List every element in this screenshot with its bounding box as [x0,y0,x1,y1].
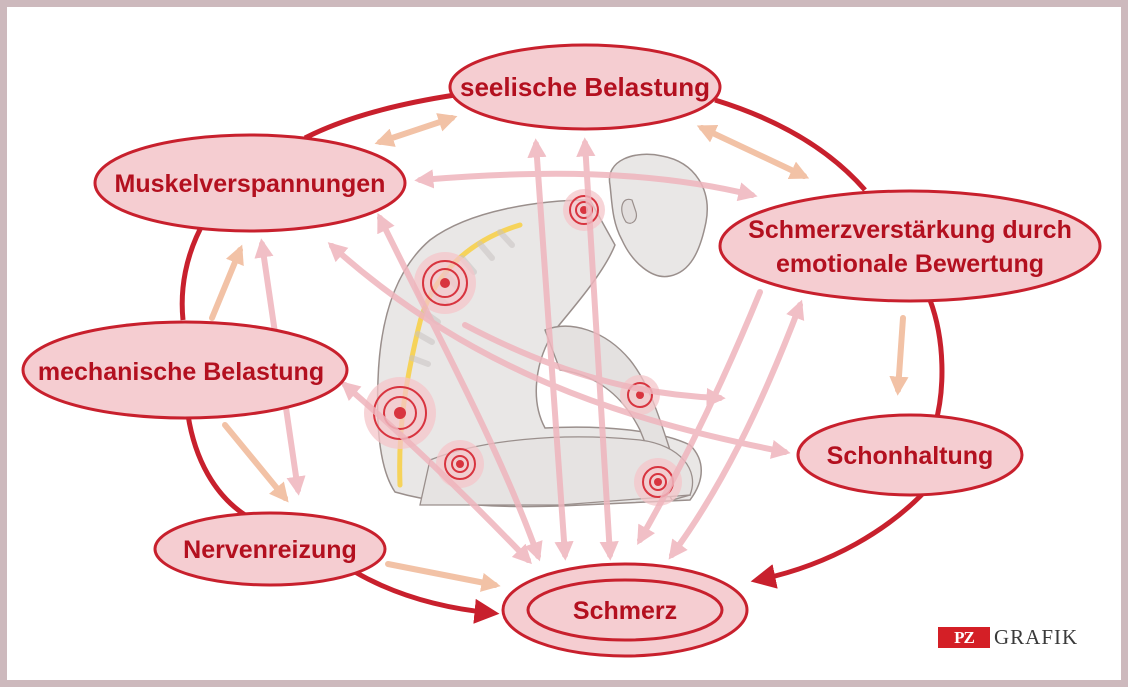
cycle-segment-top-left [303,92,456,141]
pain-point-hip [436,440,484,488]
cycle-arrow-schon-schmerz [750,484,932,589]
arrow-emotion-schonhaltung [889,315,909,396]
arrow-muskel-seelisch [374,113,458,147]
label-schmerz: Schmerz [573,597,677,625]
cycle-segment-right [927,299,945,426]
node-nervenreizung: Nervenreizung [153,511,387,587]
grafik-logo-text: GRAFIK [994,625,1079,649]
arrow-emotion-schmerz-2 [637,289,763,546]
label-seelische-belastung: seelische Belastung [460,72,710,102]
label-mechanische-belastung: mechanische Belastung [38,358,324,386]
label-muskelverspannungen: Muskelverspannungen [115,170,386,198]
label-nervenreizung: Nervenreizung [183,536,357,564]
node-muskelverspannungen: Muskelverspannungen [93,133,407,233]
node-mechanische-belastung: mechanische Belastung [21,320,349,420]
cycle-segment-left-lower [185,414,247,518]
node-seelische-belastung: seelische Belastung [448,43,722,131]
label-schmerzverstaerkung-line1: Schmerzverstärkung durch [748,216,1072,244]
pain-point-neck [563,189,605,231]
arrow-mech-muskel [209,244,244,321]
node-schonhaltung: Schonhaltung [796,413,1024,497]
arrow-seelisch-emotion [696,125,810,179]
cycle-loop [179,92,945,624]
arrow-emotion-schmerz [668,299,805,560]
peach-arrows [209,113,909,592]
pz-logo-badge: PZ [938,627,990,648]
label-schonhaltung: Schonhaltung [827,442,994,470]
cycle-arrow-nerv-schmerz [353,569,500,624]
arrow-mech-nerv [222,422,289,503]
arrow-nerv-schmerz [385,561,501,592]
arrow-mech-schmerz [340,381,532,565]
node-schmerzverstaerkung: Schmerzverstärkung durch emotionale Bewe… [718,189,1102,303]
label-schmerzverstaerkung-line2: emotionale Bewertung [776,250,1044,278]
cycle-segment-left-upper [179,218,208,321]
node-schmerz: Schmerz [501,562,749,658]
